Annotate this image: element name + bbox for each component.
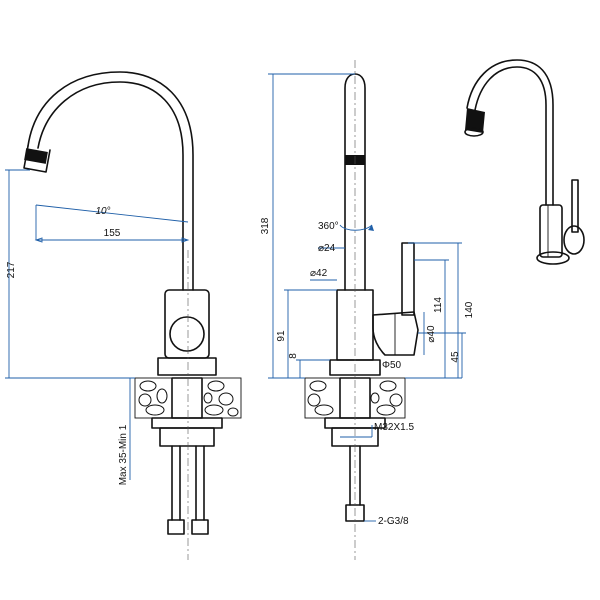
dim-thread-label: M32X1.5	[374, 422, 414, 433]
side-lever-handle	[401, 242, 415, 316]
persp-base	[536, 251, 570, 265]
persp-spout-inner	[466, 59, 554, 206]
front-nozzle-tip	[24, 148, 48, 164]
side-rotation-arrow	[339, 224, 373, 231]
persp-body	[539, 204, 563, 258]
dim-rotation-label: 360°	[318, 221, 339, 232]
front-fix-bracket	[159, 427, 215, 447]
dim-217-label: 217	[6, 261, 17, 278]
dim-91-label: 91	[276, 330, 287, 342]
front-shank	[171, 377, 203, 419]
front-lever-knob	[169, 316, 205, 352]
front-hoses	[171, 445, 205, 521]
dim-angle-label: 10°	[95, 206, 110, 217]
front-body	[164, 289, 210, 359]
side-hose	[349, 445, 361, 506]
persp-nozzle	[465, 108, 485, 133]
dim-318-label: 318	[260, 217, 271, 234]
side-stones	[307, 380, 403, 416]
persp-spout-outer	[474, 66, 547, 206]
persp-lever	[571, 179, 579, 233]
front-view: 217 155 10° Max 35-Min 1	[5, 71, 242, 560]
dim-base-dia-label: Φ50	[382, 360, 402, 371]
side-lever-housing	[372, 311, 419, 356]
dim-mount-label: Max 35-Min 1	[118, 424, 129, 485]
dim-body-dia-label: ⌀42	[310, 268, 328, 279]
dim-155-label: 155	[104, 228, 121, 239]
dim-114-label: 114	[433, 297, 444, 313]
dim-45-label: 45	[450, 351, 461, 363]
dim-lever-dia-label: ⌀40	[426, 325, 437, 343]
persp-lever-knob	[563, 225, 585, 255]
front-spout-outer	[37, 81, 184, 291]
front-base	[157, 357, 217, 376]
front-angle-line	[35, 204, 189, 223]
front-hose-end-right	[191, 519, 209, 535]
dim-140-label: 140	[464, 301, 475, 318]
perspective-view	[464, 59, 585, 265]
front-spout-inner	[27, 71, 194, 291]
front-hose-end-left	[167, 519, 185, 535]
side-view: 318 91 8 360° ⌀24 ⌀42 Φ50 140 114 45 ⌀40…	[260, 60, 475, 560]
dim-spout-dia-label: ⌀24	[318, 243, 336, 254]
persp-nozzle-mouth	[464, 127, 484, 137]
front-stones	[138, 380, 239, 417]
front-fix-nut	[151, 417, 223, 429]
dim-hose-label: 2-G3/8	[378, 516, 409, 527]
dim-8-label: 8	[288, 353, 299, 359]
